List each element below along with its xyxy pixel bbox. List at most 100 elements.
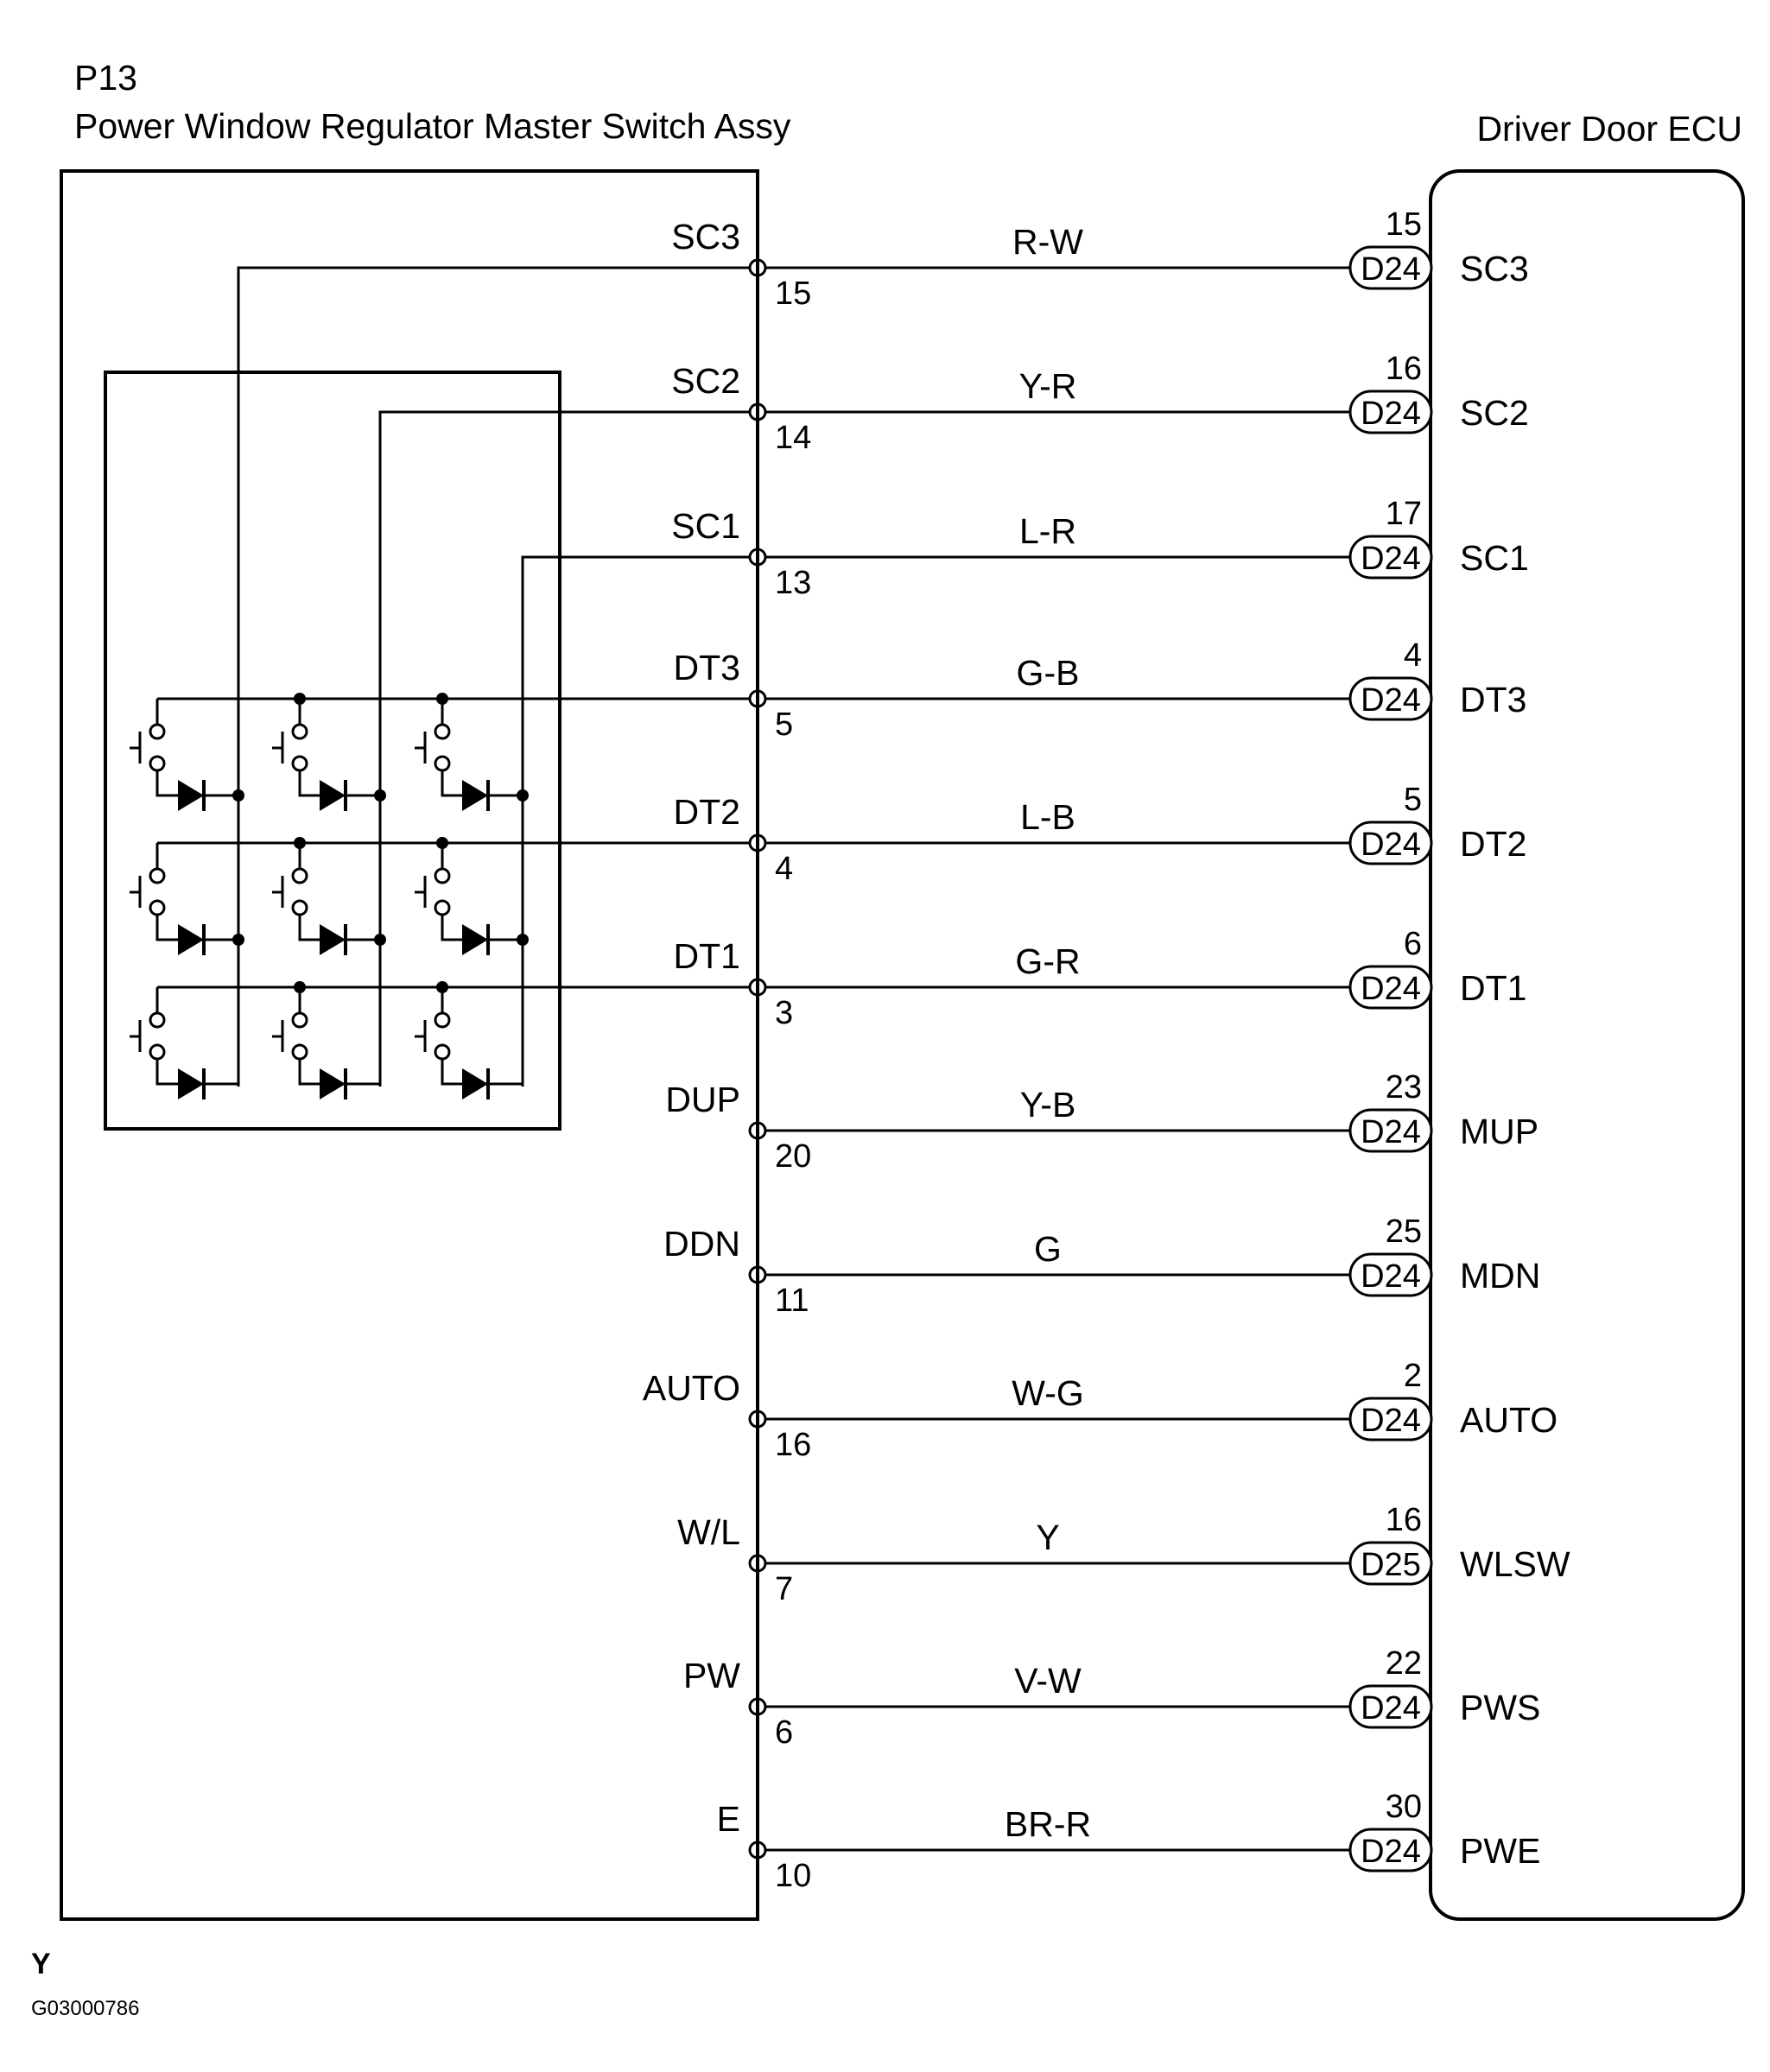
terminal-pin: 4 xyxy=(775,851,793,887)
sc2-internal-wire xyxy=(378,410,758,1087)
terminal-name: DDN xyxy=(663,1224,740,1264)
terminal-name: E xyxy=(717,1799,740,1839)
diode-lead xyxy=(298,770,380,797)
junction-dot xyxy=(294,693,306,705)
terminal-name: DT2 xyxy=(674,792,740,832)
junction-dot xyxy=(517,789,529,802)
terminal-pin: 6 xyxy=(775,1714,793,1751)
switch-contact-icon xyxy=(291,899,308,916)
terminal-name: SC2 xyxy=(671,361,740,401)
connector-id: D24 xyxy=(1361,827,1421,863)
component-name: Power Window Regulator Master Switch Ass… xyxy=(74,106,791,146)
connector-pill xyxy=(1348,1252,1433,1297)
ecu-terminal: DT2 xyxy=(1460,824,1526,864)
junction-dot xyxy=(436,693,448,705)
terminal-name: DUP xyxy=(665,1080,740,1119)
junction-dot xyxy=(232,789,244,802)
diode-icon xyxy=(320,1068,346,1099)
ecu-pin: 2 xyxy=(1404,1358,1422,1394)
switch-contact-icon xyxy=(291,723,308,740)
sc3-internal-wire xyxy=(237,266,758,1087)
diode-lead xyxy=(441,770,523,797)
diode-lead xyxy=(298,915,380,941)
terminal-pin: 16 xyxy=(775,1427,811,1463)
junction-dot xyxy=(436,981,448,993)
ecu-pin: 25 xyxy=(1386,1213,1422,1250)
switch-contact-icon xyxy=(149,899,166,916)
switch-contact-icon xyxy=(149,1011,166,1029)
terminal-pin: 14 xyxy=(775,420,811,456)
connector-pill xyxy=(1348,1684,1433,1729)
wire-color: Y-B xyxy=(1020,1085,1076,1125)
connector-pill xyxy=(1348,821,1433,865)
switch-contact-icon xyxy=(149,723,166,740)
terminal-name: AUTO xyxy=(643,1368,740,1408)
wire-color: L-B xyxy=(1020,797,1075,837)
terminal-pin: 5 xyxy=(775,707,793,743)
switch-contact-icon xyxy=(434,1043,451,1061)
terminal-name: SC1 xyxy=(671,506,740,546)
ecu-box xyxy=(1429,169,1745,1921)
ecu-pin: 4 xyxy=(1404,637,1422,674)
connector-id: D24 xyxy=(1361,541,1421,577)
switch-contact-icon xyxy=(149,755,166,772)
switch-diode-cell xyxy=(130,699,244,811)
ecu-pin: 6 xyxy=(1404,926,1422,962)
switch-contact-icon xyxy=(434,723,451,740)
switch-diode-cell xyxy=(415,837,529,955)
wire-color: BR-R xyxy=(1005,1804,1091,1844)
ecu-pin: 17 xyxy=(1386,496,1422,532)
connector-id: D24 xyxy=(1361,1258,1421,1295)
ecu-terminal: AUTO xyxy=(1460,1400,1557,1440)
ecu-terminal: MUP xyxy=(1460,1112,1538,1151)
connector-pill xyxy=(1348,535,1433,580)
ecu-pin: 16 xyxy=(1386,351,1422,387)
terminal-pin: 7 xyxy=(775,1571,793,1607)
switch-contact-icon xyxy=(434,1011,451,1029)
terminal-name: SC3 xyxy=(671,217,740,257)
connector-pill xyxy=(1348,676,1433,721)
terminal-pin: 20 xyxy=(775,1138,811,1175)
diode-icon xyxy=(320,924,346,955)
switch-contact-icon xyxy=(434,899,451,916)
switch-contact-icon xyxy=(291,867,308,884)
ecu-terminal: SC2 xyxy=(1460,393,1529,433)
terminal-pin: 13 xyxy=(775,565,811,601)
ecu-terminal: SC3 xyxy=(1460,249,1529,288)
connector-id: D24 xyxy=(1361,682,1421,719)
wire-color: W-G xyxy=(1012,1373,1084,1413)
diode-icon xyxy=(462,1068,488,1099)
switch-diode-cell xyxy=(130,987,238,1099)
connector-pill xyxy=(1348,1541,1433,1586)
switch-contact-icon xyxy=(434,867,451,884)
ecu-pin: 22 xyxy=(1386,1645,1422,1682)
terminal-name: DT3 xyxy=(674,648,740,687)
ecu-pin: 16 xyxy=(1386,1502,1422,1538)
junction-dot xyxy=(294,981,306,993)
component-id: P13 xyxy=(74,58,137,98)
connector-id: D24 xyxy=(1361,1834,1421,1870)
wire-color: G-B xyxy=(1017,653,1080,693)
junction-dot xyxy=(436,837,448,849)
wire-color: Y-R xyxy=(1019,366,1077,406)
connector-id: D24 xyxy=(1361,971,1421,1007)
switch-contact-icon xyxy=(291,1011,308,1029)
connector-pill xyxy=(1348,390,1433,434)
wire-color: Y xyxy=(1036,1518,1059,1557)
diagram-marker: Y xyxy=(31,1948,51,1980)
connector-pill xyxy=(1348,245,1433,290)
connector-id: D24 xyxy=(1361,396,1421,432)
ecu-terminal: WLSW xyxy=(1460,1544,1570,1584)
switch-matrix-box xyxy=(104,371,561,1131)
connector-id: D24 xyxy=(1361,1114,1421,1150)
switch-diode-cell xyxy=(130,843,244,955)
ecu-terminal: SC1 xyxy=(1460,538,1529,578)
terminal-name: DT1 xyxy=(674,936,740,976)
